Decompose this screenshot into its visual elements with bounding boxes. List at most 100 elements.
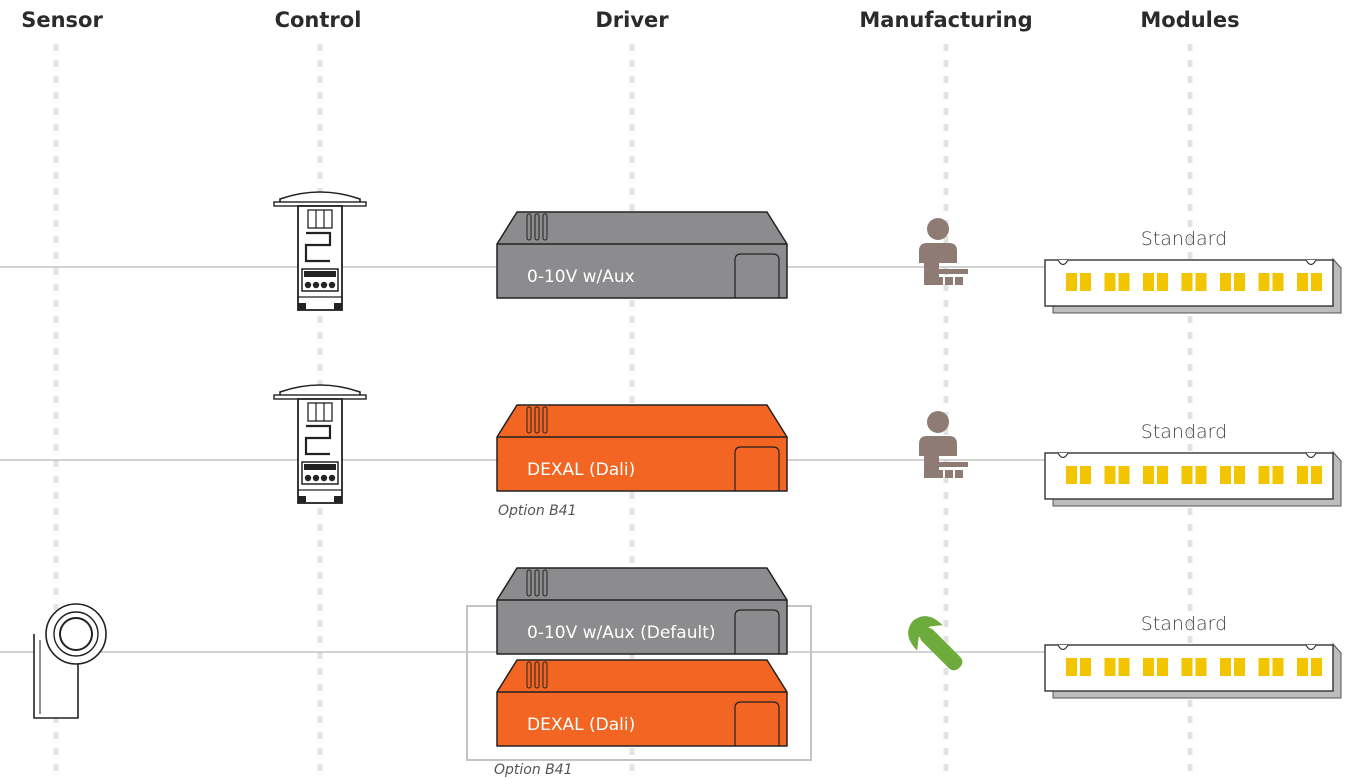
module-notch xyxy=(1057,644,1069,651)
led-chip xyxy=(1311,658,1322,676)
led-chip xyxy=(1066,466,1077,484)
module-notch xyxy=(1305,452,1317,459)
control-foot xyxy=(334,303,342,310)
driver-label: 0-10V w/Aux (Default) xyxy=(527,623,716,643)
person-box xyxy=(955,470,963,478)
driver-vent xyxy=(534,569,540,597)
diagram-row-1: 0-10V w/Aux Standard xyxy=(273,191,1342,314)
driver-box: DEXAL (Dali) xyxy=(496,404,788,492)
led-chip xyxy=(1181,466,1193,484)
driver-box-default: 0-10V w/Aux (Default) xyxy=(496,567,788,655)
wrench-handle xyxy=(920,628,963,671)
wrench-jaw xyxy=(908,616,943,651)
led-chip xyxy=(1080,273,1091,291)
control-cap xyxy=(279,384,361,397)
control-trace xyxy=(304,424,332,456)
driver-vent xyxy=(542,569,548,597)
driver-box-alternate: DEXAL (Dali) xyxy=(496,659,788,747)
control-terminal-screw xyxy=(312,281,320,289)
led-chip xyxy=(1157,273,1168,291)
led-chip xyxy=(1195,658,1207,676)
driver-vent xyxy=(526,569,532,597)
control-foot xyxy=(334,496,342,503)
module-notch xyxy=(1057,259,1069,266)
person-icon xyxy=(919,411,968,478)
module-label: Standard xyxy=(1141,421,1227,443)
led-chip xyxy=(1258,658,1270,676)
person-torso xyxy=(919,243,957,263)
driver-vent xyxy=(526,213,532,241)
driver-option-label: Option B41 xyxy=(498,503,577,519)
led-chip xyxy=(1143,273,1154,291)
control-terminal-screw xyxy=(328,474,336,482)
led-chip xyxy=(1080,466,1091,484)
led-chip xyxy=(1272,658,1284,676)
person-box xyxy=(935,470,943,478)
sensor-icon xyxy=(33,603,107,719)
driver-port xyxy=(734,609,780,654)
control-terminal-screw xyxy=(312,474,320,482)
person-icon xyxy=(919,218,968,285)
driver-vent xyxy=(542,406,548,434)
driver-port xyxy=(734,253,780,298)
led-chip xyxy=(1157,658,1168,676)
led-chip xyxy=(1220,273,1231,291)
module-label: Standard xyxy=(1141,228,1227,250)
led-chip xyxy=(1311,273,1322,291)
led-chip xyxy=(1157,466,1168,484)
led-chip xyxy=(1234,466,1245,484)
control-terminal-screw xyxy=(304,474,312,482)
led-chip xyxy=(1104,466,1116,484)
control-module-icon xyxy=(273,384,367,504)
led-chip xyxy=(1118,273,1130,291)
led-chip xyxy=(1195,273,1207,291)
person-desk xyxy=(924,462,968,467)
led-chip xyxy=(1118,466,1130,484)
led-chip xyxy=(1143,466,1154,484)
person-torso xyxy=(919,436,957,456)
control-terminal-screw xyxy=(304,281,312,289)
driver-label: 0-10V w/Aux xyxy=(527,267,635,287)
driver-box: 0-10V w/Aux xyxy=(496,211,788,299)
led-module: Standard xyxy=(1044,421,1342,507)
wrench-icon xyxy=(908,616,963,671)
led-chip xyxy=(1297,658,1308,676)
led-chip xyxy=(1118,658,1130,676)
person-desk xyxy=(924,269,968,274)
driver-vent xyxy=(534,406,540,434)
control-terminal-screw xyxy=(328,281,336,289)
led-chip xyxy=(1143,658,1154,676)
led-chip xyxy=(1234,273,1245,291)
column-header-driver: Driver xyxy=(595,8,669,32)
control-body xyxy=(297,398,343,504)
led-chip xyxy=(1297,273,1308,291)
person-head xyxy=(927,218,949,240)
person-box xyxy=(945,277,953,285)
control-terminal-top xyxy=(304,464,336,470)
led-chip xyxy=(1258,466,1270,484)
led-chip xyxy=(1195,466,1207,484)
person-box xyxy=(945,470,953,478)
driver-vent xyxy=(526,406,532,434)
driver-port xyxy=(734,701,780,746)
diagram-row-2: DEXAL (Dali) Option B41 Standard xyxy=(273,384,1342,519)
led-chip xyxy=(1066,273,1077,291)
control-foot xyxy=(298,496,306,503)
control-cap xyxy=(279,191,361,204)
led-chip xyxy=(1234,658,1245,676)
led-chip xyxy=(1104,273,1116,291)
control-terminal-screw xyxy=(320,281,328,289)
driver-option-label: Option B41 xyxy=(494,762,573,778)
led-chip xyxy=(1272,466,1284,484)
column-header-manufacturing: Manufacturing xyxy=(859,8,1033,32)
module-label: Standard xyxy=(1141,613,1227,635)
control-terminal-top xyxy=(304,271,336,277)
led-chip xyxy=(1181,658,1193,676)
driver-label: DEXAL (Dali) xyxy=(527,460,635,480)
control-trace xyxy=(304,231,332,263)
sensor-lens xyxy=(59,617,93,651)
led-chip xyxy=(1258,273,1270,291)
led-chip xyxy=(1181,273,1193,291)
